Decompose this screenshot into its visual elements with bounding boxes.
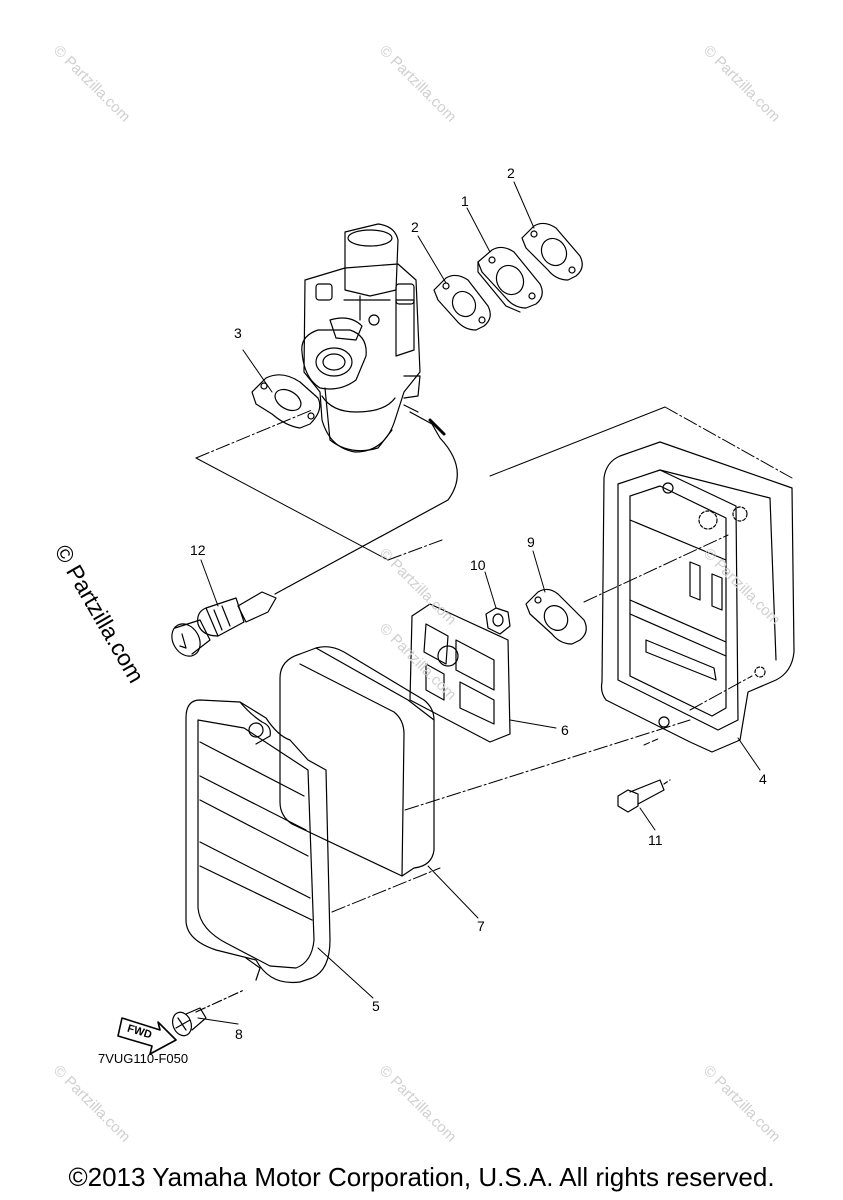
callout-3: 3 [234, 325, 242, 341]
element-6 [409, 603, 511, 743]
callout-4: 4 [759, 771, 767, 787]
air-cleaner-case-4 [600, 441, 795, 753]
callout-5: 5 [372, 998, 380, 1014]
gasket-9 [525, 588, 587, 645]
callout-7: 7 [477, 918, 485, 934]
callout-6: 6 [561, 722, 569, 738]
callout-11: 11 [648, 832, 663, 848]
callout-8: 8 [235, 1026, 243, 1042]
callout-12: 12 [190, 542, 206, 558]
diagram-code: 7VUG110-F050 [98, 1051, 189, 1066]
callout-2: 2 [411, 219, 419, 235]
gasket-2-left [433, 274, 491, 331]
reference-plane-lines [195, 406, 793, 913]
callout-10: 10 [470, 557, 486, 573]
fwd-arrow-icon [117, 1017, 177, 1055]
copyright-text: ©2013 Yamaha Motor Corporation, U.S.A. A… [68, 1162, 775, 1192]
stop-switch-assembly [171, 411, 458, 657]
screw-8 [171, 989, 245, 1037]
gasket-2-right [521, 222, 583, 281]
callout-2: 2 [507, 165, 515, 181]
carburetor [301, 223, 421, 453]
leader-lines [197, 181, 761, 1025]
callout-9: 9 [527, 534, 535, 550]
bolt-11 [617, 779, 671, 813]
air-cleaner-cover-5 [185, 699, 331, 984]
callout-1: 1 [461, 193, 469, 209]
insulator-1 [477, 246, 543, 313]
gasket-3 [251, 374, 321, 429]
element-7 [279, 646, 435, 877]
nut-10 [485, 607, 511, 635]
